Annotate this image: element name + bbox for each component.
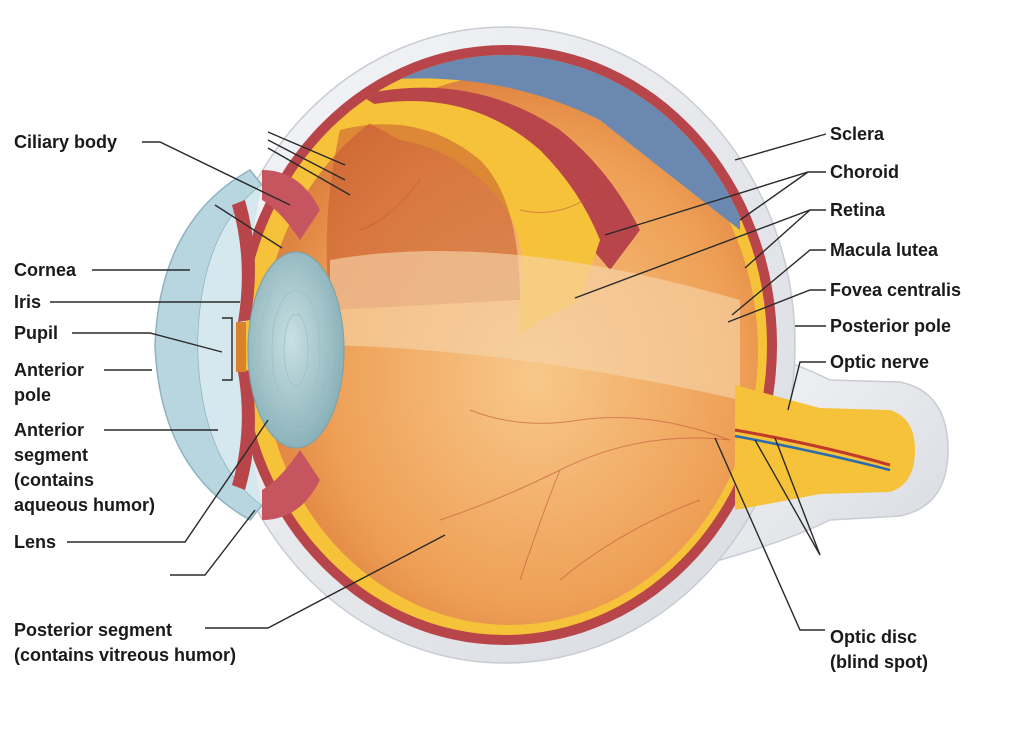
label-anterior-segment: Anterior segment (contains aqueous humor… [14,420,156,515]
iris-lower [232,370,255,490]
label-cornea: Cornea [14,260,77,280]
label-sclera: Sclera [830,124,885,144]
label-posterior-segment: Posterior segment (contains vitreous hum… [14,620,237,665]
label-choroid: Choroid [830,162,899,182]
label-optic-disc: Optic disc (blind spot) [830,627,928,672]
ciliary-body [262,170,320,240]
lens [247,251,345,449]
label-anterior-pole: Anterior pole [14,360,85,405]
label-iris: Iris [14,292,42,312]
label-fovea-centralis: Fovea centralis [830,280,962,300]
leader-lines [50,131,827,631]
label-lens: Lens [14,532,57,552]
iris [232,200,255,322]
retinal-vessels [359,179,731,581]
label-retina: Retina [830,200,886,220]
label-pupil: Pupil [14,323,58,343]
ciliary-body-lower [262,450,320,520]
label-posterior-pole: Posterior pole [830,316,952,336]
optic-nerve [734,385,915,510]
label-optic-nerve: Optic nerve [830,352,930,372]
label-ciliary-body: Ciliary body [14,132,118,152]
pupil-rim [236,322,246,372]
label-macula-lutea: Macula lutea [830,240,939,260]
lens-rings [259,269,333,431]
cut-plane [330,251,740,400]
